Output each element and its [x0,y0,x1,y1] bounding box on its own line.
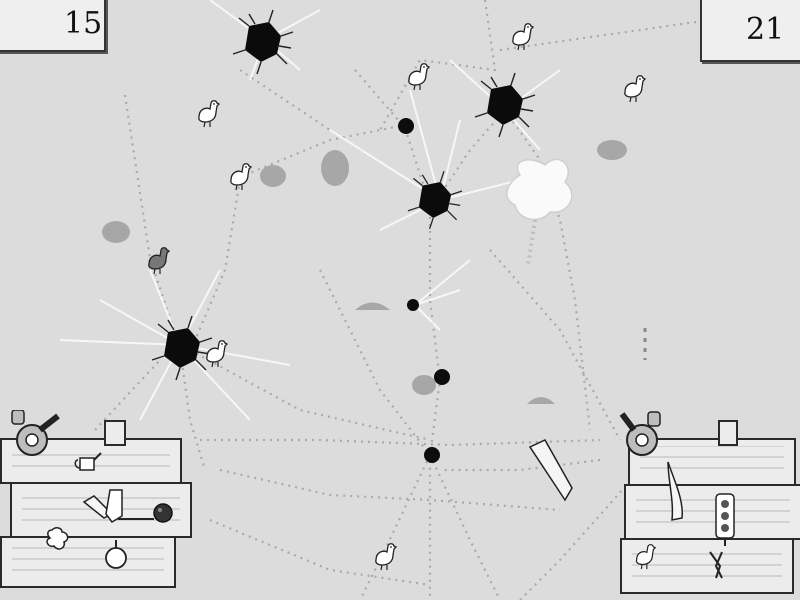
right-score-sign: 21 [700,0,800,62]
scorch-marks [102,140,627,404]
explosion-craters [151,9,536,381]
right-score: 21 [746,12,785,47]
bomb-icon[interactable] [104,538,128,576]
watering-can-icon[interactable] [74,450,102,476]
right-cannon-player[interactable] [618,410,678,470]
glove-icon[interactable] [82,488,132,532]
smoke-puff-icon[interactable] [44,526,70,556]
blast-lines [59,0,561,421]
chicken-icon[interactable] [632,544,658,574]
cannonball-icon[interactable] [152,502,174,528]
flying-debris [528,328,647,502]
wrench-icon[interactable] [116,510,156,529]
left-item-tray [0,420,200,600]
left-score-sign: 15 [0,0,106,52]
cannonballs [398,118,450,463]
smoke-cloud [506,158,573,266]
pliers-icon[interactable] [706,550,730,584]
horn-icon[interactable] [664,460,690,526]
left-score: 15 [64,6,103,41]
traffic-light-icon[interactable] [712,492,738,550]
chickens [148,23,646,571]
left-cannon-player[interactable] [2,409,62,470]
right-item-tray [620,420,800,600]
